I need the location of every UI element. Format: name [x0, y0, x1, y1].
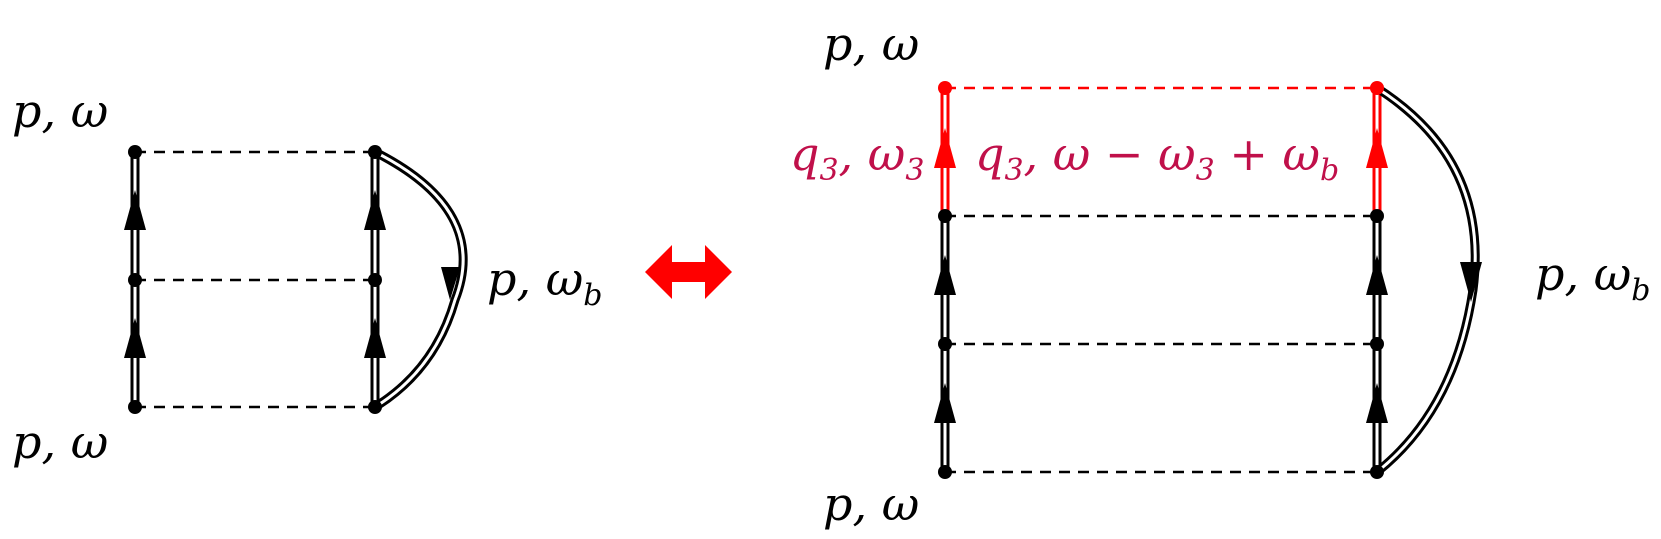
left-top-label: p, ω — [12, 84, 108, 138]
left-arc-label: p, ωb — [487, 252, 602, 313]
vertex — [368, 145, 382, 159]
vertex — [1370, 465, 1384, 479]
right-propagator-left — [934, 88, 956, 472]
vertex — [368, 400, 382, 414]
arrow-up-icon — [1366, 128, 1388, 168]
arrow-up-icon — [934, 128, 956, 168]
right-arc-label: p, ωb — [1535, 247, 1650, 308]
arrow-up-icon — [124, 318, 146, 358]
right-propagator-right — [1366, 88, 1388, 472]
arrow-down-icon — [1460, 262, 1482, 302]
right-diagram: p, ω p, ω p, ωb q3, ω3 q3, ω − ω3 + ωb — [790, 17, 1650, 531]
arrow-up-icon — [364, 190, 386, 230]
right-bottom-label: p, ω — [823, 477, 919, 531]
vertex — [128, 400, 142, 414]
right-arc-propagator — [1374, 84, 1482, 476]
vertex — [938, 337, 952, 351]
red-left-momentum-label: q3, ω3 — [790, 127, 924, 188]
vertex-red — [938, 81, 952, 95]
arrow-up-icon — [934, 383, 956, 423]
left-bottom-label: p, ω — [12, 415, 108, 469]
right-top-label: p, ω — [823, 17, 919, 71]
vertex-red — [1370, 81, 1384, 95]
arrow-up-icon — [1366, 383, 1388, 423]
arrow-up-icon — [1366, 255, 1388, 295]
vertex — [938, 465, 952, 479]
double-headed-arrow-icon — [645, 245, 732, 299]
vertex — [128, 145, 142, 159]
left-arc-propagator — [372, 147, 468, 411]
vertex — [1370, 337, 1384, 351]
arrow-up-icon — [364, 318, 386, 358]
left-diagram: p, ω p, ω p, ωb — [12, 84, 602, 469]
arrow-down-icon — [441, 267, 460, 300]
arrow-up-icon — [124, 190, 146, 230]
vertex — [128, 273, 142, 287]
red-right-momentum-label: q3, ω − ω3 + ωb — [975, 127, 1339, 188]
vertex — [1370, 209, 1384, 223]
arrow-up-icon — [934, 255, 956, 295]
vertex — [368, 273, 382, 287]
vertex — [938, 209, 952, 223]
